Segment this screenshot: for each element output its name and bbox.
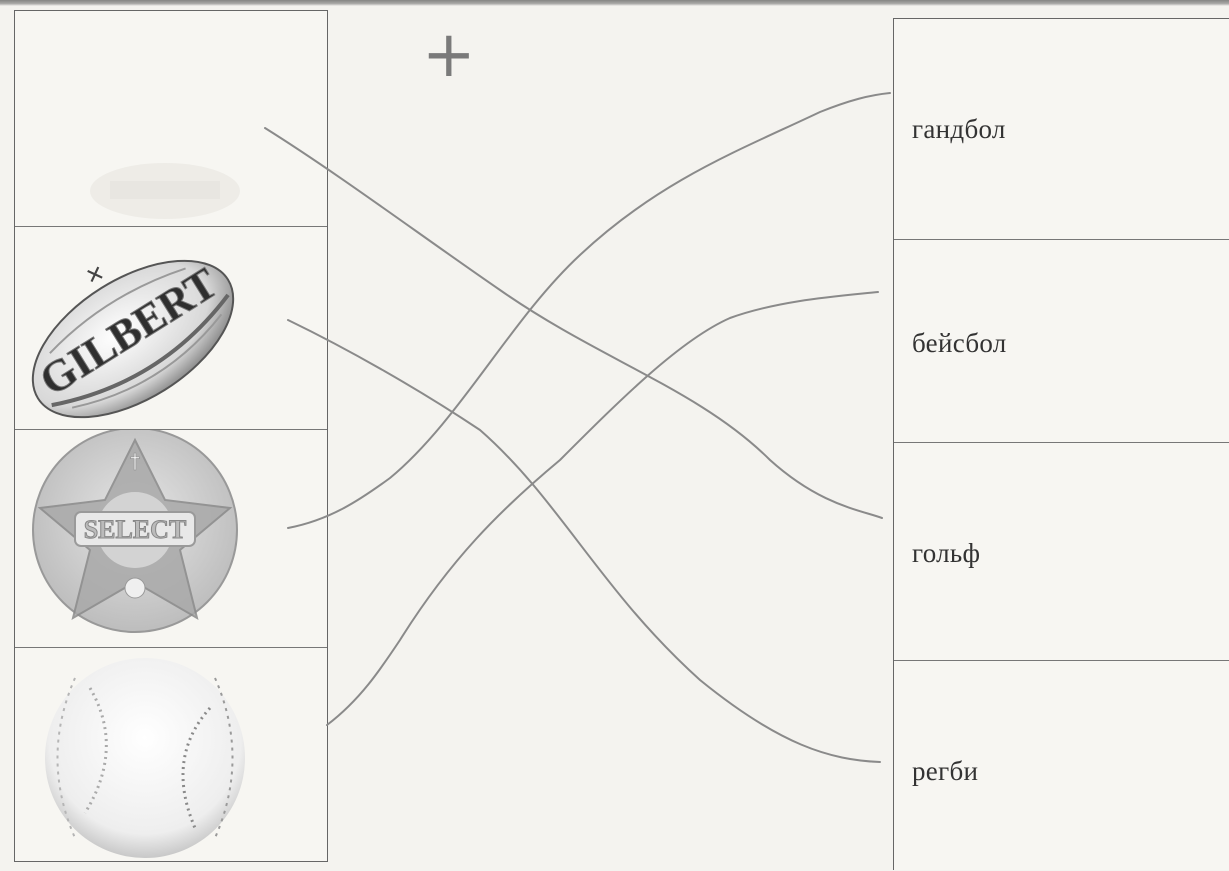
word-baseball: бейсбол	[912, 328, 1007, 359]
picture-cell-1[interactable]	[15, 11, 327, 226]
picture-cell-4[interactable]	[15, 647, 327, 861]
picture-column: GILBERT ✕ SELECT †	[14, 10, 328, 862]
line-cell3-to-handball	[288, 93, 890, 528]
faded-ball-icon	[15, 11, 327, 226]
scan-edge	[0, 0, 1229, 6]
word-cell-3[interactable]: гольф	[894, 442, 1229, 660]
word-cell-4[interactable]: регби	[894, 660, 1229, 871]
pencil-lines	[265, 93, 890, 762]
line-cell2-to-rugby	[288, 320, 880, 762]
word-golf: гольф	[912, 538, 980, 569]
word-rugby: регби	[912, 756, 978, 787]
rugby-ball-icon: GILBERT ✕	[15, 227, 327, 430]
picture-cell-2[interactable]: GILBERT ✕	[15, 226, 327, 429]
handball-icon: SELECT †	[15, 430, 327, 648]
word-cell-1[interactable]: гандбол	[894, 19, 1229, 239]
svg-text:†: †	[130, 449, 140, 473]
word-cell-2[interactable]: бейсбол	[894, 239, 1229, 442]
word-column: гандбол бейсбол гольф регби	[893, 18, 1229, 870]
baseball-icon	[15, 648, 327, 862]
svg-text:SELECT: SELECT	[84, 515, 187, 544]
handwritten-plus-mark: +	[422, 18, 476, 92]
line-cell1-to-golf	[265, 128, 882, 518]
line-cell4-to-baseball	[327, 292, 878, 725]
word-handball: гандбол	[912, 114, 1006, 145]
picture-cell-3[interactable]: SELECT †	[15, 429, 327, 647]
